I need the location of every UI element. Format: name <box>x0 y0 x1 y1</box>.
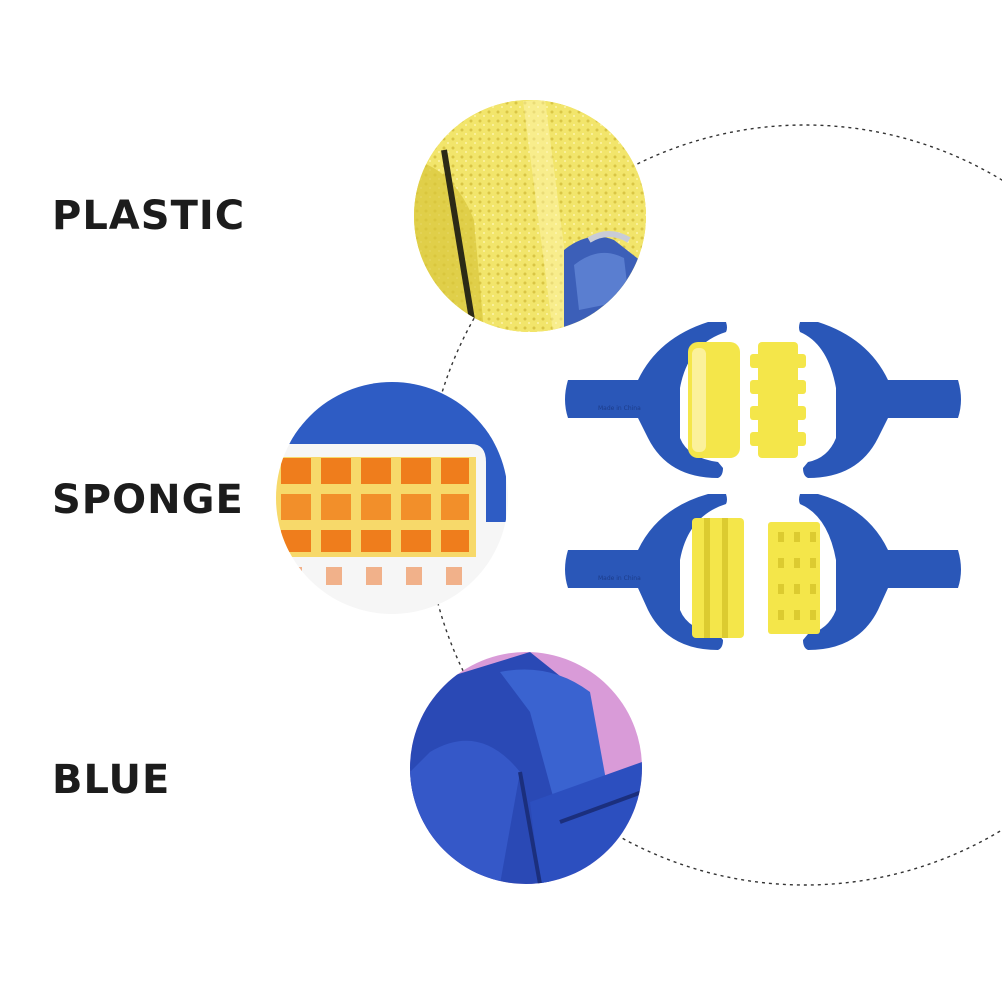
thumbnail-blue-detail <box>410 652 642 884</box>
feature-label-blue: BLUE <box>52 757 171 803</box>
roller-striped <box>565 494 744 650</box>
roller-smooth <box>565 322 740 478</box>
imprint-text-bottom: Made in China <box>598 575 641 582</box>
feature-label-sponge: SPONGE <box>52 477 244 523</box>
feature-label-plastic: PLASTIC <box>52 193 246 239</box>
imprint-text-top: Made in China <box>598 405 641 412</box>
roller-set-product-image: Made in China Made in China <box>565 322 961 650</box>
blue-handles-closeup-image <box>410 652 642 884</box>
thumbnail-plastic-detail <box>414 100 646 332</box>
roller-notched <box>768 494 961 650</box>
roller-ridged <box>750 322 961 478</box>
orange-sponge-roller-image <box>276 382 508 614</box>
thumbnail-sponge-detail <box>276 382 508 614</box>
yellow-sponge-closeup-image <box>414 100 646 332</box>
